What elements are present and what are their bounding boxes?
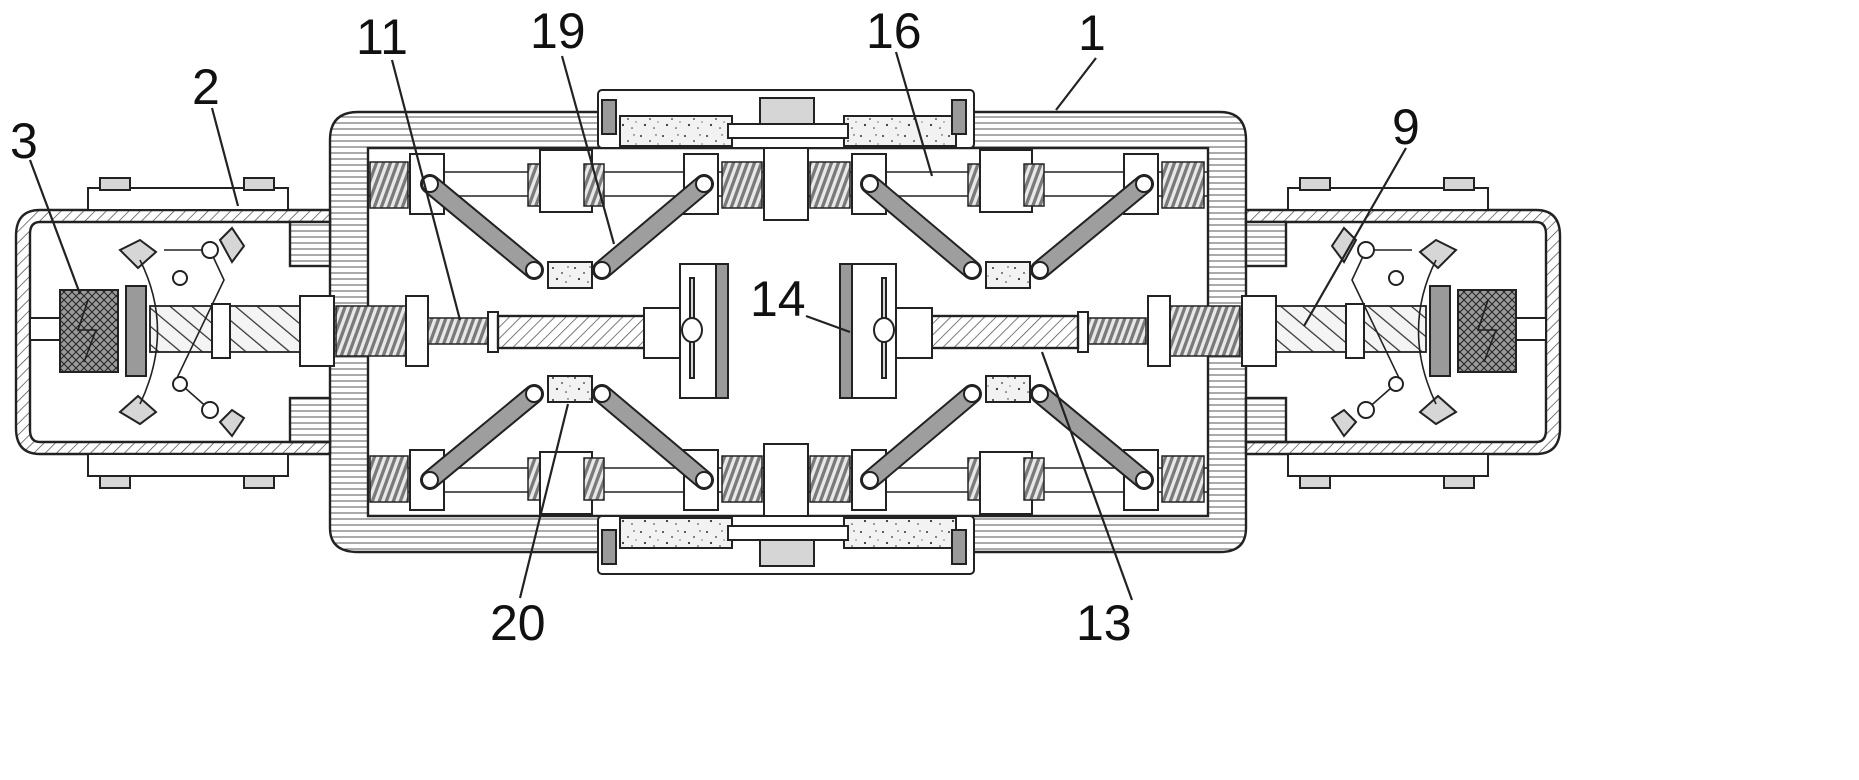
left-knob-3 bbox=[60, 290, 118, 372]
callout-9: 9 bbox=[1392, 99, 1420, 155]
callout-14: 14 bbox=[750, 271, 806, 327]
right-spring bbox=[1086, 318, 1146, 344]
leader-13 bbox=[1042, 352, 1132, 600]
callout-2: 2 bbox=[192, 59, 220, 115]
callout-20: 20 bbox=[490, 595, 546, 651]
callout-3: 3 bbox=[10, 113, 38, 169]
left-spring-11 bbox=[428, 318, 488, 344]
callout-16: 16 bbox=[866, 3, 922, 59]
callout-1: 1 bbox=[1078, 5, 1106, 61]
callout-11: 11 bbox=[356, 9, 408, 65]
leader-1 bbox=[1056, 58, 1096, 110]
callout-13: 13 bbox=[1076, 595, 1132, 651]
callout-19: 19 bbox=[530, 3, 586, 59]
leader-9 bbox=[1304, 148, 1406, 326]
pad-20 bbox=[548, 376, 592, 402]
right-screw-13 bbox=[928, 316, 1078, 348]
leader-3 bbox=[30, 160, 80, 294]
